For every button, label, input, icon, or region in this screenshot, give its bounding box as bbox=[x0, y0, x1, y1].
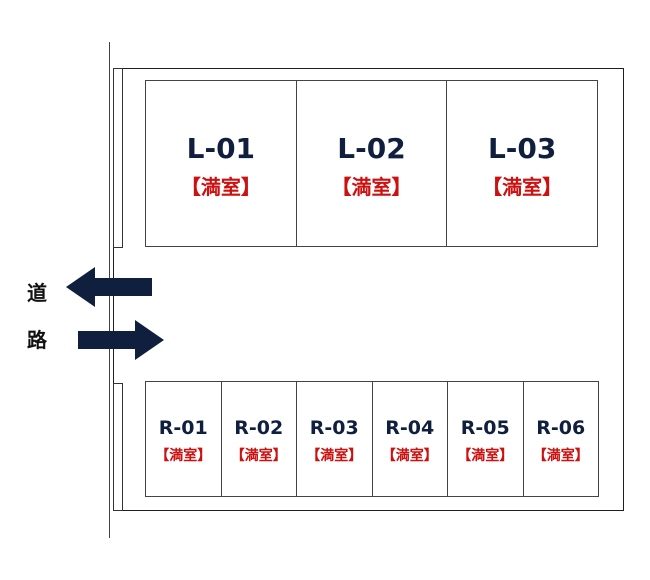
space-id: R-05 bbox=[460, 417, 510, 439]
parking-space-r-04[interactable]: R-04 【満室】 bbox=[371, 382, 448, 496]
parking-space-r-01[interactable]: R-01 【満室】 bbox=[146, 382, 221, 496]
space-id: R-01 bbox=[158, 417, 208, 439]
space-id: L-02 bbox=[337, 131, 406, 165]
space-id: R-03 bbox=[309, 417, 359, 439]
parking-space-l-02[interactable]: L-02 【満室】 bbox=[295, 81, 447, 246]
space-status: 【満室】 bbox=[155, 448, 212, 464]
parking-space-r-05[interactable]: R-05 【満室】 bbox=[447, 382, 523, 496]
entrance-post-bottom bbox=[113, 383, 123, 511]
parking-space-r-06[interactable]: R-06 【満室】 bbox=[522, 382, 599, 496]
space-status: 【満室】 bbox=[381, 448, 438, 464]
parking-space-r-02[interactable]: R-02 【満室】 bbox=[220, 382, 297, 496]
space-status: 【満室】 bbox=[306, 448, 363, 464]
road-label-char-1: 道 bbox=[27, 281, 47, 305]
space-id: R-04 bbox=[385, 417, 435, 439]
parking-row-right: R-01 【満室】 R-02 【満室】 R-03 【満室】 R-04 【満室】 … bbox=[145, 381, 599, 497]
space-id: R-02 bbox=[234, 417, 284, 439]
road-label-char-2: 路 bbox=[27, 328, 47, 352]
entry-arrow-icon bbox=[78, 320, 164, 360]
parking-space-r-03[interactable]: R-03 【満室】 bbox=[296, 382, 372, 496]
entry-arrow-shape bbox=[78, 320, 164, 360]
exit-arrow-shape bbox=[66, 267, 152, 307]
space-status: 【満室】 bbox=[180, 174, 261, 199]
space-status: 【満室】 bbox=[482, 174, 563, 199]
space-status: 【満室】 bbox=[230, 448, 287, 464]
parking-space-l-03[interactable]: L-03 【満室】 bbox=[446, 81, 597, 246]
space-status: 【満室】 bbox=[532, 448, 589, 464]
parking-row-left: L-01 【満室】 L-02 【満室】 L-03 【満室】 bbox=[145, 80, 598, 247]
parking-space-l-01[interactable]: L-01 【満室】 bbox=[146, 81, 296, 246]
space-id: L-01 bbox=[186, 131, 256, 165]
space-status: 【満室】 bbox=[331, 174, 412, 199]
entrance-post-top bbox=[113, 68, 123, 248]
space-id: L-03 bbox=[487, 131, 557, 165]
space-status: 【満室】 bbox=[457, 448, 514, 464]
space-id: R-06 bbox=[536, 417, 586, 439]
exit-arrow-icon bbox=[66, 267, 152, 307]
